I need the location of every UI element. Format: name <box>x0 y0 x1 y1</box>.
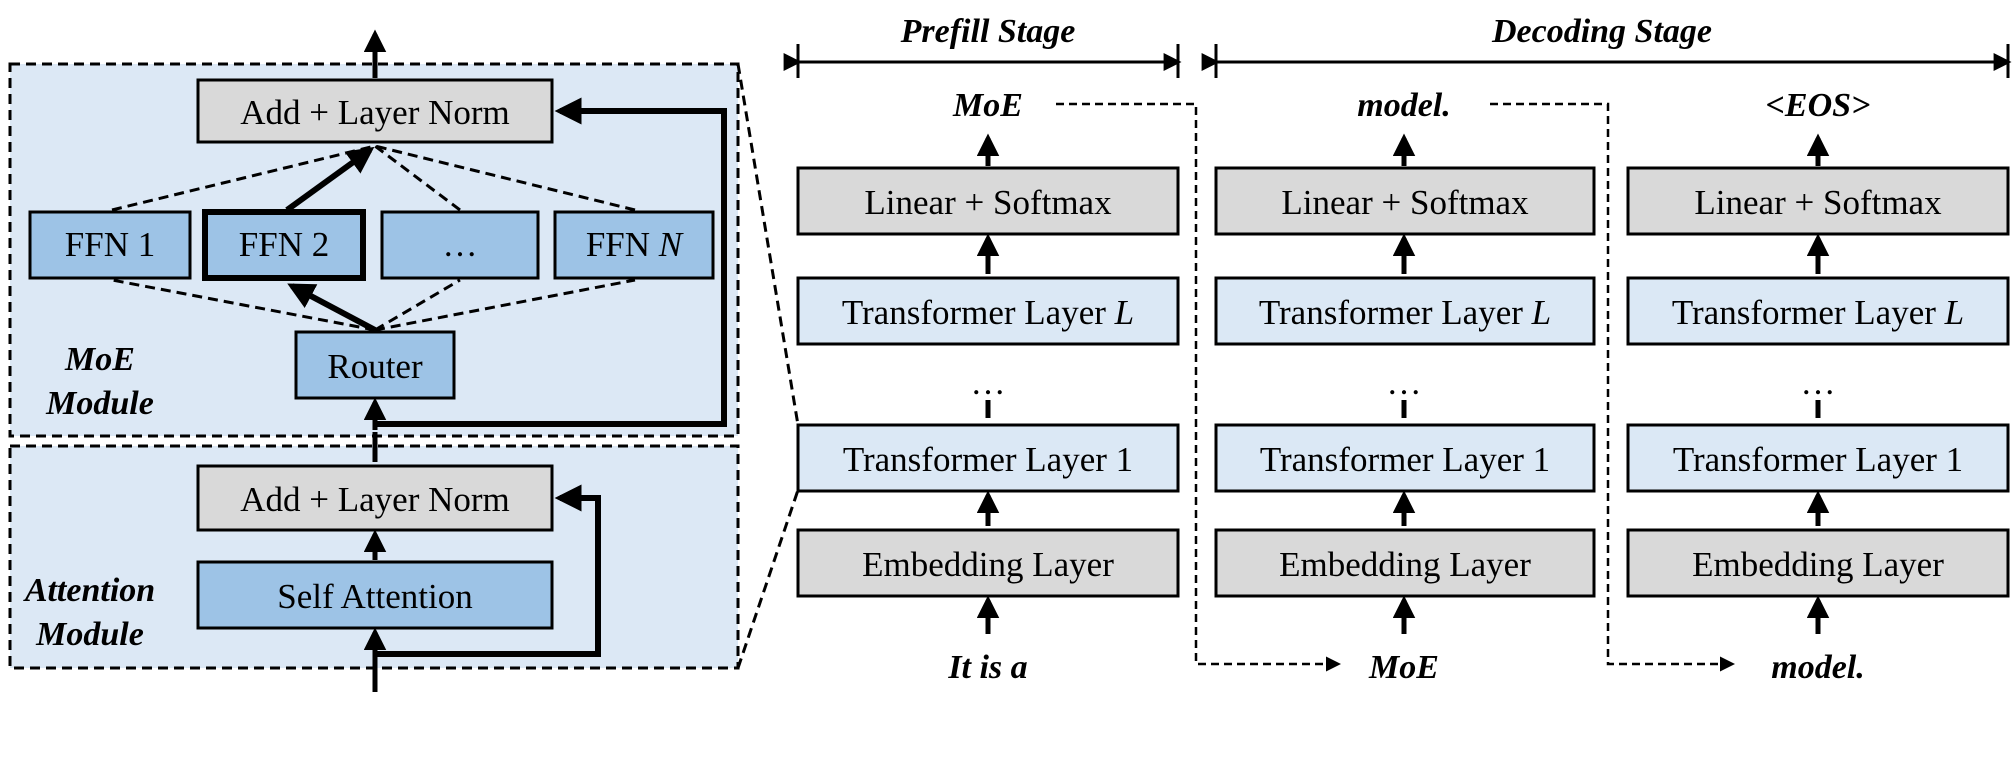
column-1-output-token: model. <box>1357 87 1450 124</box>
attention-module: Add + Layer Norm Self Attention Attentio… <box>8 432 740 692</box>
expert-box-1 <box>28 210 192 280</box>
column-1-linear-label: Linear + Softmax <box>1281 183 1529 222</box>
column-1-dots: … <box>1387 363 1422 402</box>
column-0-layer-l-label: Transformer Layer L <box>842 293 1134 332</box>
router-label: Router <box>327 347 423 386</box>
moe-add-norm-box <box>196 78 554 144</box>
zoom-lines <box>736 63 800 669</box>
attention-module-title-line2: Module <box>35 616 144 653</box>
decoding-stage-header: Decoding Stage <box>1201 13 2012 78</box>
expert-box-2 <box>202 209 366 281</box>
decoding-column-1: model. Linear + Softmax Transformer Laye… <box>1214 87 1596 686</box>
column-1-input-token: MoE <box>1368 649 1439 686</box>
column-1-embedding-box <box>1214 528 1596 598</box>
column-2-input-token: model. <box>1771 649 1864 686</box>
decoding-column-2: <EOS> Linear + Softmax Transformer Layer… <box>1626 87 2010 686</box>
column-0-output-token: MoE <box>952 87 1023 124</box>
column-2-dots: … <box>1801 363 1836 402</box>
expert-box-n <box>553 210 715 280</box>
column-1-layer-l-label: Transformer Layer L <box>1259 293 1551 332</box>
column-2-layer-l-label: Transformer Layer L <box>1672 293 1964 332</box>
column-0-embedding-box <box>796 528 1180 598</box>
column-2-output-token: <EOS> <box>1766 87 1871 124</box>
column-0-embedding-label: Embedding Layer <box>862 545 1114 584</box>
moe-module-title-line1: MoE <box>64 341 135 378</box>
column-0-linear-label: Linear + Softmax <box>864 183 1112 222</box>
prefill-stage-header: Prefill Stage <box>783 13 1182 78</box>
column-0-linear-box <box>796 166 1180 236</box>
column-1-embedding-label: Embedding Layer <box>1279 545 1531 584</box>
column-0-input-tokens: It is a <box>947 649 1027 686</box>
expert-box-ellipsis <box>380 210 540 280</box>
moe-module-title-line2: Module <box>45 385 154 422</box>
column-2-embedding-label: Embedding Layer <box>1692 545 1944 584</box>
expert-label-ellipsis: … <box>443 225 478 264</box>
feedback-arrow-2 <box>1490 102 1735 672</box>
prefill-stage-label: Prefill Stage <box>900 13 1076 50</box>
column-2-layer-l-box <box>1626 276 2010 346</box>
column-1-layer-1-box <box>1214 423 1596 493</box>
feedback-arrow-1 <box>1056 102 1341 672</box>
column-1-layer-1-label: Transformer Layer 1 <box>1260 440 1550 479</box>
column-2-linear-label: Linear + Softmax <box>1694 183 1942 222</box>
router-to-expert-links <box>111 278 636 332</box>
attention-residual-path <box>375 484 601 657</box>
column-0-layer-l-box <box>796 276 1180 346</box>
expert-label-2: FFN 2 <box>239 225 329 264</box>
self-attention-label: Self Attention <box>277 577 472 616</box>
column-0-dots: … <box>971 363 1006 402</box>
router-to-ffn2-arrow <box>287 283 377 333</box>
expert-to-norm-links <box>111 144 636 212</box>
prefill-column: MoE Linear + Softmax Transformer Layer L… <box>796 87 1180 686</box>
attention-add-norm-box <box>196 464 554 532</box>
column-2-linear-box <box>1626 166 2010 236</box>
self-attention-box <box>196 560 554 630</box>
ffn2-to-norm-arrow <box>285 146 375 213</box>
moe-residual-path <box>375 97 727 427</box>
decoding-stage-label: Decoding Stage <box>1491 13 1712 50</box>
column-1-linear-box <box>1214 166 1596 236</box>
moe-module: Add + Layer Norm FFN 1 FFN 2 … FFN N Rou… <box>8 29 740 438</box>
attention-add-norm-label: Add + Layer Norm <box>240 480 510 519</box>
column-1-layer-l-box <box>1214 276 1596 346</box>
column-2-layer-1-label: Transformer Layer 1 <box>1673 440 1963 479</box>
moe-add-norm-label: Add + Layer Norm <box>240 93 510 132</box>
attention-module-title-line1: Attention <box>23 572 155 609</box>
column-0-layer-1-label: Transformer Layer 1 <box>843 440 1133 479</box>
column-2-layer-1-box <box>1626 423 2010 493</box>
router-box <box>294 330 456 400</box>
column-2-embedding-box <box>1626 528 2010 598</box>
expert-label-1: FFN 1 <box>65 225 155 264</box>
expert-label-n: FFN N <box>586 225 684 264</box>
column-0-layer-1-box <box>796 423 1180 493</box>
